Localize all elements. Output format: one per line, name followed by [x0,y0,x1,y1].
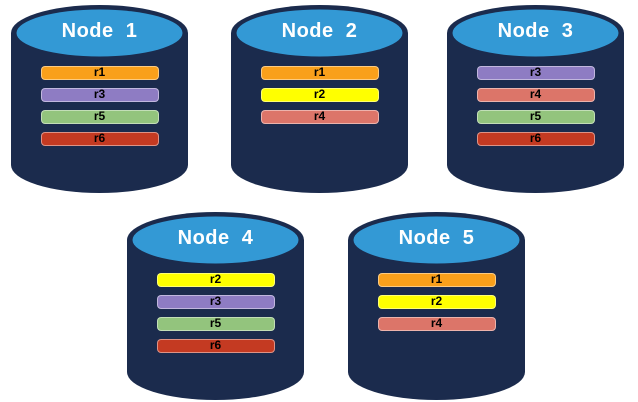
replica-bar-r4: r4 [476,87,595,102]
node-title: Node 5 [398,227,475,249]
replica-bar-r2: r2 [260,87,379,102]
replica-label: r5 [529,109,542,123]
replica-label: r3 [209,294,222,308]
replica-label: r5 [93,109,106,123]
replica-label: r1 [430,272,443,286]
node-5-cylinder: Node 5 r1 r2 r4 [348,212,525,400]
replica-bar-r1: r1 [260,65,379,80]
replica-label: r6 [93,131,106,145]
replica-bar-r4: r4 [377,316,496,331]
node-title: Node 1 [61,20,138,42]
replica-label: r2 [209,272,222,286]
replica-bar-r4: r4 [260,109,379,124]
replica-bar-r3: r3 [476,65,595,80]
node-title: Node 2 [281,20,358,42]
node-title: Node 4 [177,227,254,249]
replica-label: r4 [313,109,326,123]
replica-label: r3 [529,65,542,79]
replica-label: r4 [529,87,542,101]
replica-bar-r6: r6 [156,338,275,353]
replica-bar-r6: r6 [476,131,595,146]
replica-label: r1 [313,65,326,79]
replica-bar-r1: r1 [377,272,496,287]
replica-list: r1 r2 r4 [231,66,408,132]
node-2-cylinder: Node 2 r1 r2 r4 [231,5,408,193]
replica-bar-r1: r1 [40,65,159,80]
replica-label: r1 [93,65,106,79]
replica-bar-r3: r3 [40,87,159,102]
node-1-cylinder: Node 1 r1 r3 r5 r6 [11,5,188,193]
replica-label: r4 [430,316,443,330]
replica-list: r2 r3 r5 r6 [127,273,304,361]
node-title: Node 3 [497,20,574,42]
replica-bar-r5: r5 [156,316,275,331]
replica-label: r6 [209,338,222,352]
replica-label: r5 [209,316,222,330]
replica-label: r2 [313,87,326,101]
node-3-cylinder: Node 3 r3 r4 r5 r6 [447,5,624,193]
replica-list: r1 r2 r4 [348,273,525,339]
replica-list: r3 r4 r5 r6 [447,66,624,154]
replica-label: r6 [529,131,542,145]
replica-bar-r5: r5 [476,109,595,124]
replica-bar-r5: r5 [40,109,159,124]
replica-list: r1 r3 r5 r6 [11,66,188,154]
replica-bar-r6: r6 [40,131,159,146]
replica-bar-r2: r2 [377,294,496,309]
replica-label: r3 [93,87,106,101]
replica-bar-r2: r2 [156,272,275,287]
replica-bar-r3: r3 [156,294,275,309]
replica-label: r2 [430,294,443,308]
node-4-cylinder: Node 4 r2 r3 r5 r6 [127,212,304,400]
